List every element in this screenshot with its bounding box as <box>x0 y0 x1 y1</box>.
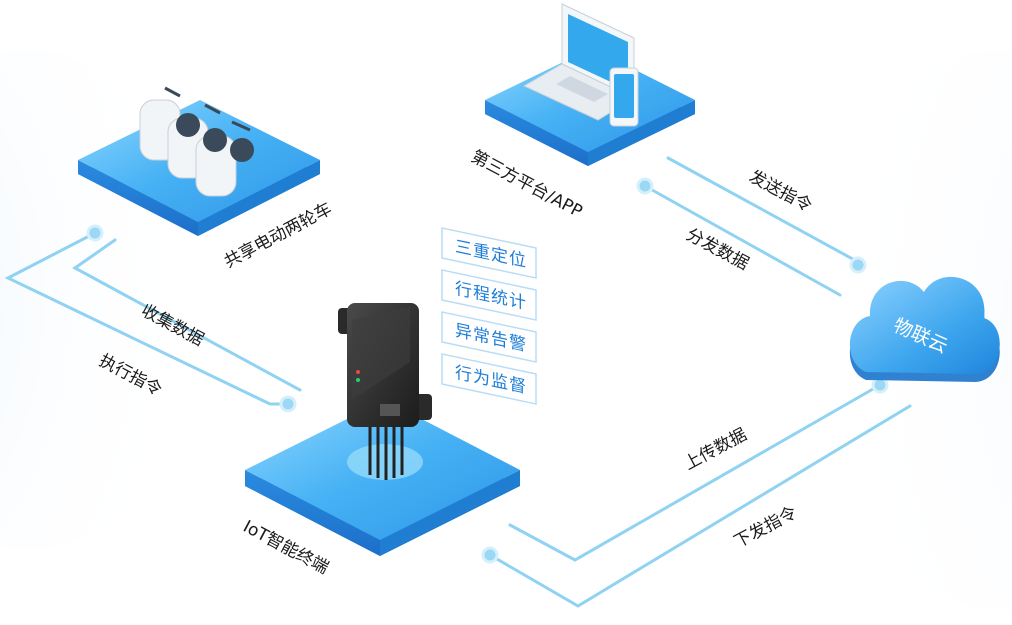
cloud-icon <box>849 276 1000 374</box>
dot-terminal-right <box>481 546 499 564</box>
feature-box: 异常告警 <box>441 311 537 363</box>
platform-label: 第三方平台/APP <box>468 147 586 222</box>
scooter-tile <box>78 86 320 236</box>
scooter-icon <box>139 86 254 197</box>
line-send-cmd <box>666 156 862 265</box>
terminal-label: IoT智能终端 <box>240 517 332 579</box>
flow-label-distribute-data: 分发数据 <box>683 225 752 275</box>
feature-box: 行为监督 <box>441 353 537 405</box>
dot-scooter <box>86 224 104 242</box>
connection-lines <box>4 156 912 608</box>
cloud-node <box>849 276 1000 382</box>
dot-platform <box>636 177 654 195</box>
flow-label-issue-cmd: 下发指令 <box>731 503 800 553</box>
feature-box: 行程统计 <box>441 269 537 321</box>
line-distribute-data <box>643 184 842 297</box>
terminal-tile <box>245 400 520 556</box>
flow-label-send-cmd: 发送指令 <box>746 167 815 217</box>
line-issue-cmd <box>488 404 912 608</box>
iot-device-icon <box>338 303 432 480</box>
feature-box: 三重定位 <box>441 227 537 279</box>
dot-terminal-left <box>279 395 297 413</box>
line-execute-cmd <box>72 238 302 392</box>
feature-list: 三重定位 行程统计 异常告警 行为监督 <box>441 227 537 405</box>
line-collect-data <box>4 231 290 406</box>
dot-cloud-top <box>849 256 867 274</box>
phone-icon <box>609 67 639 127</box>
connection-dots <box>86 177 889 564</box>
line-upload-data <box>508 383 882 562</box>
platform-tile <box>485 3 695 166</box>
